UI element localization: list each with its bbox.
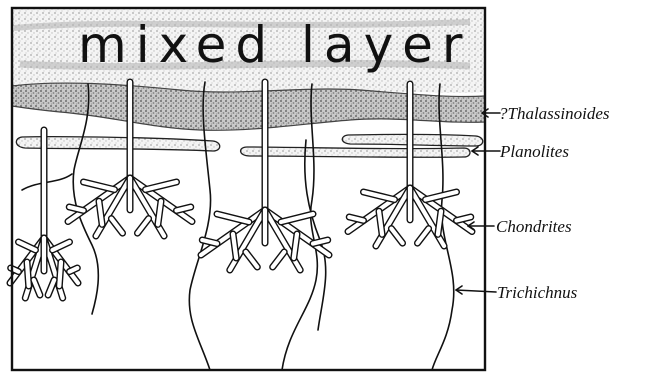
label-chondrites: Chondrites [496, 217, 572, 236]
chondrites-branch-fill-3-9 [59, 262, 61, 286]
chondrites-branch-fill-3-8 [27, 262, 29, 286]
label-thalassinoides: ?Thalassinoides [499, 104, 610, 123]
label-planolites: Planolites [499, 142, 569, 161]
chondrites-branch-fill-3-13 [48, 280, 54, 295]
label-trichichnus: Trichichnus [497, 283, 578, 302]
mixed-layer-title: mixed layer [78, 16, 471, 74]
chondrites-branch-fill-3-12 [34, 280, 40, 295]
